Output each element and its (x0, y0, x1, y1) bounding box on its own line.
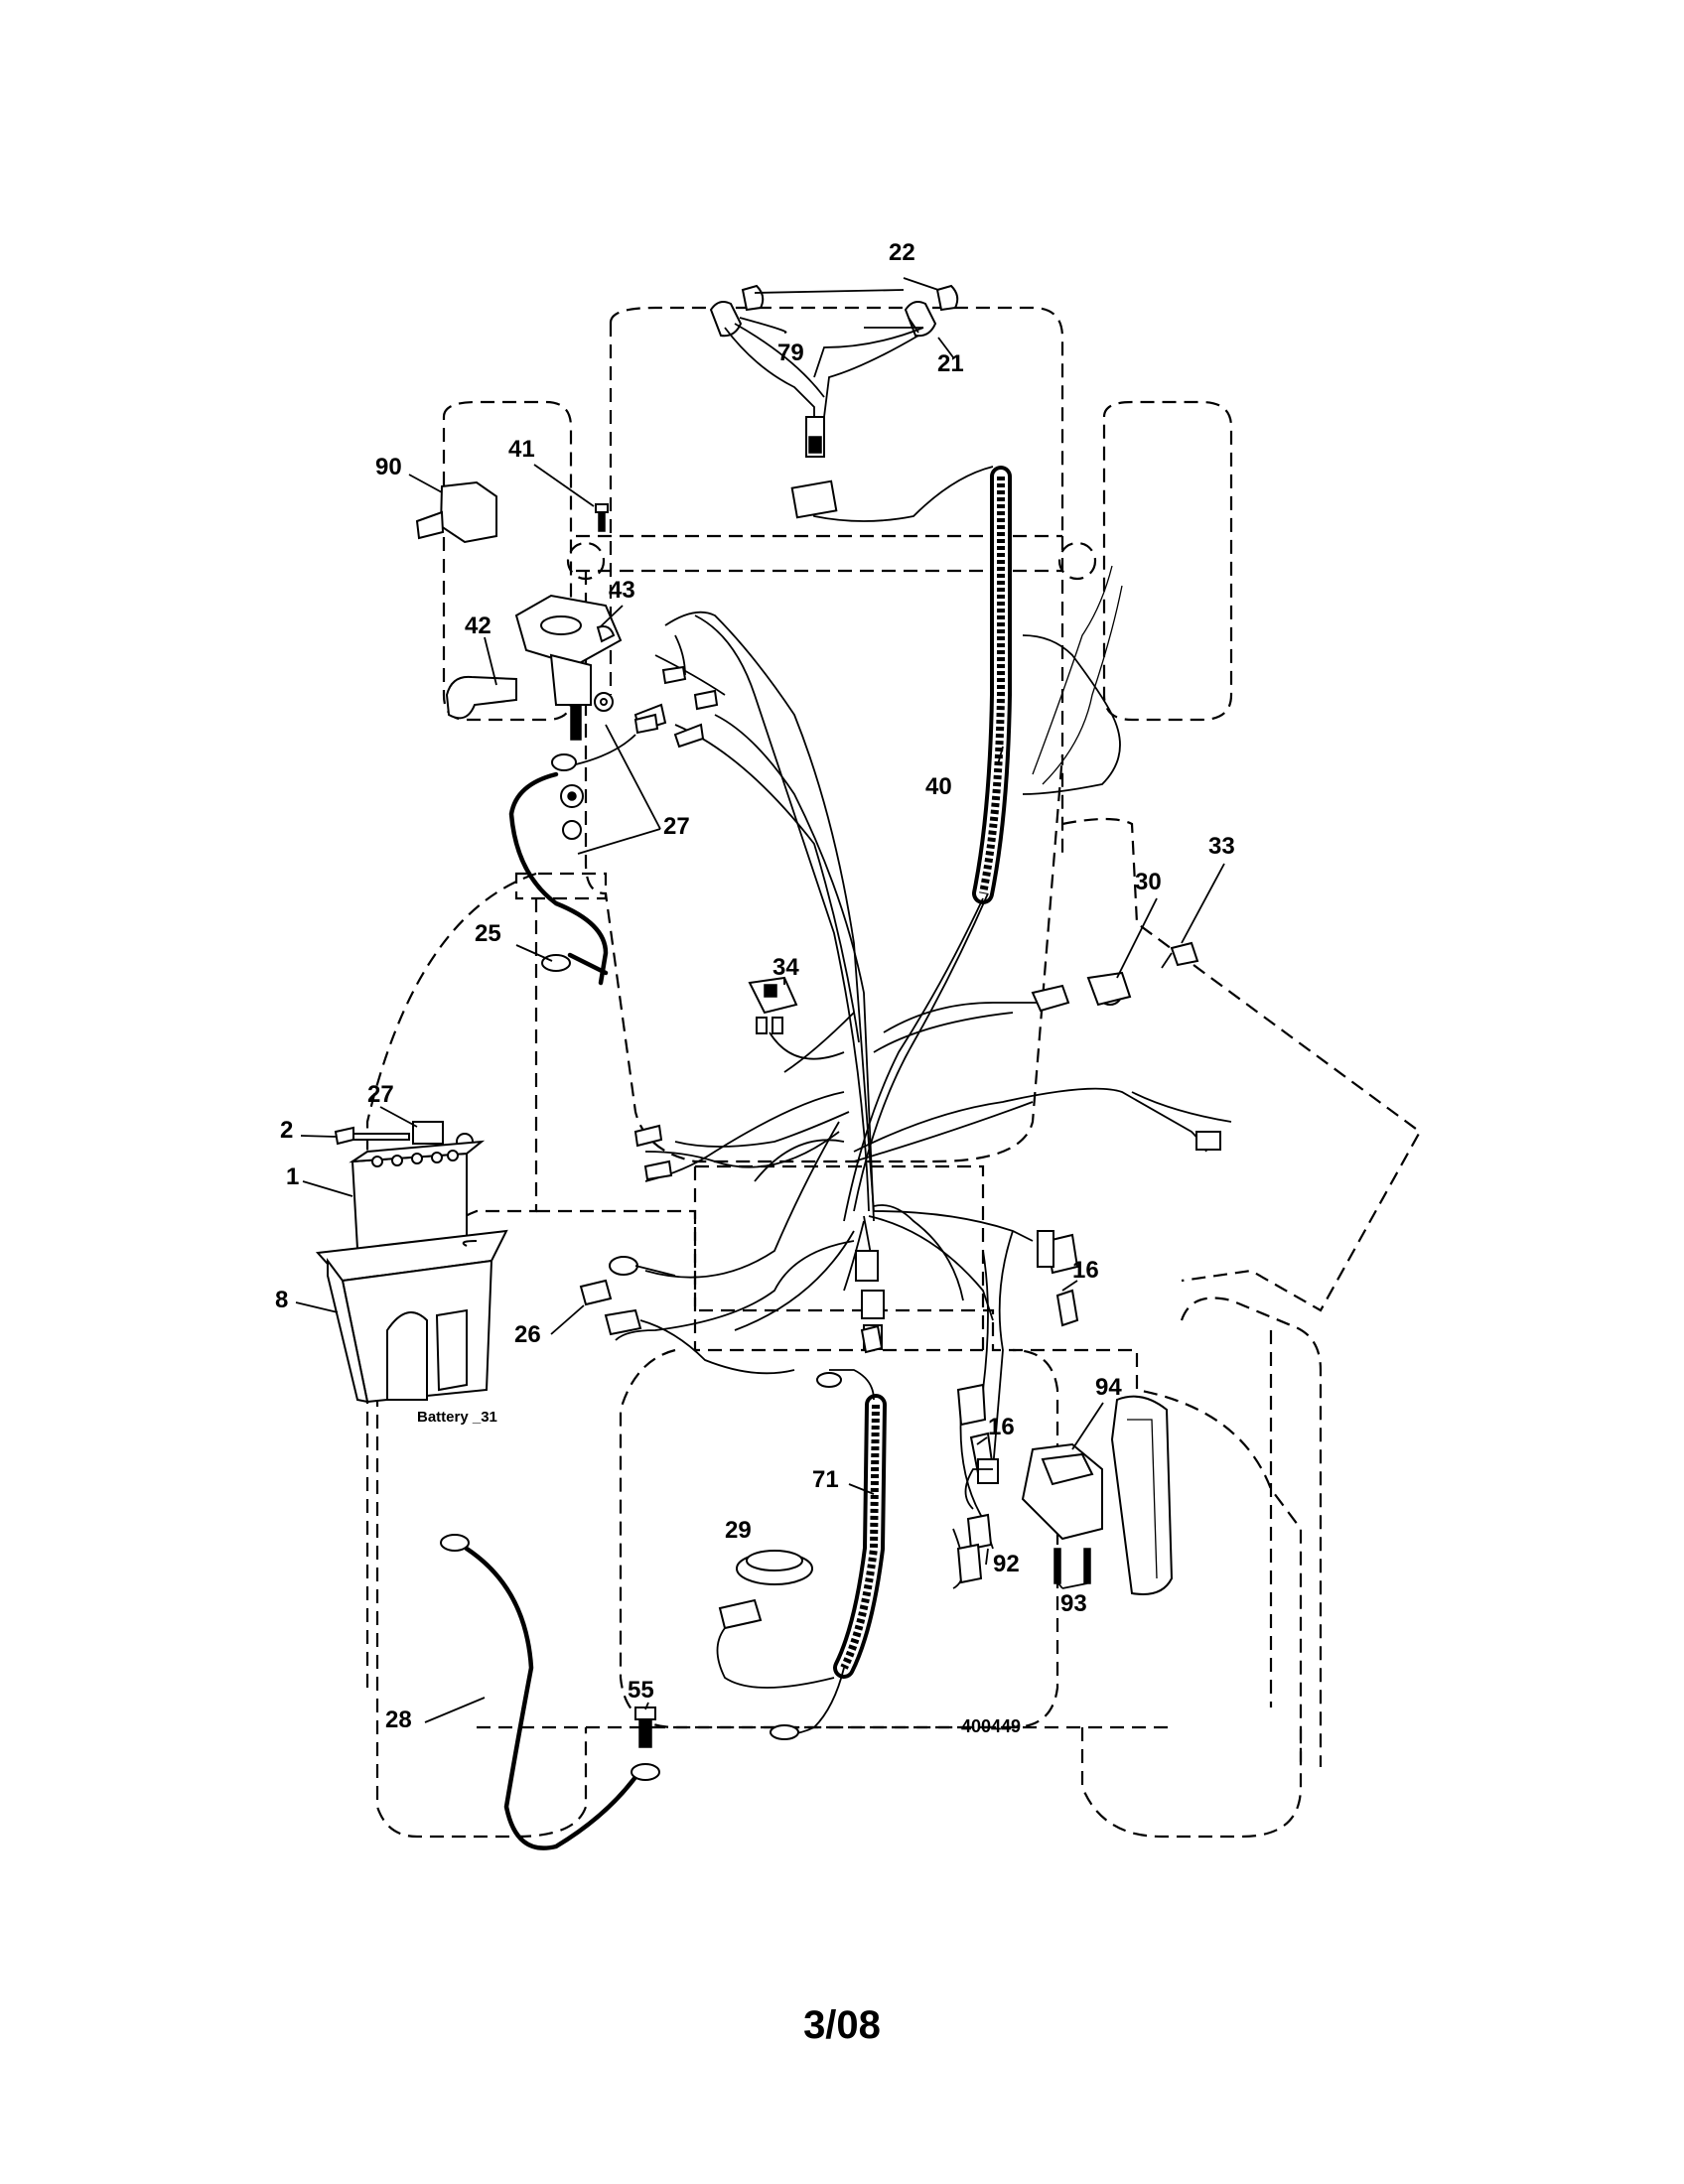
pto-switch-part (748, 976, 845, 1060)
ground-terminal-part (609, 1256, 885, 1319)
battery-cable-part (508, 734, 636, 986)
callout-2: 2 (280, 1117, 293, 1144)
callout-94: 94 (1095, 1374, 1122, 1401)
callout-55: 55 (628, 1677, 654, 1704)
relay-connector-part (956, 1230, 1079, 1484)
footer-date-code: 3/08 (803, 2003, 881, 2047)
callout-42: 42 (465, 613, 491, 639)
callout-34: 34 (772, 954, 799, 981)
callout-22: 22 (889, 239, 915, 266)
buzzer-part (716, 1550, 835, 1689)
callout-27-top: 27 (663, 813, 690, 840)
callout-16-upper: 16 (1072, 1257, 1099, 1284)
callout-8: 8 (275, 1287, 288, 1313)
callout-33: 33 (1208, 833, 1235, 860)
callout-92: 92 (993, 1551, 1020, 1577)
ignition-switch-part (445, 594, 659, 741)
callout-16-lower: 16 (988, 1414, 1015, 1440)
fuse-part (579, 1279, 795, 1375)
battery-tray-part (315, 1229, 508, 1404)
ground-cable-part (440, 1534, 660, 1850)
interlock-switch-part (956, 1395, 1174, 1595)
callout-1: 1 (286, 1163, 299, 1190)
callout-93: 93 (1060, 1590, 1087, 1617)
callout-43: 43 (609, 577, 635, 604)
callout-21: 21 (937, 350, 964, 377)
coiled-cord-part (770, 1324, 887, 1740)
callout-25: 25 (475, 920, 501, 947)
headlight-assembly (709, 277, 959, 458)
screw-part (595, 503, 609, 532)
harness-branches (615, 565, 1232, 1589)
callout-29: 29 (725, 1517, 752, 1544)
callout-79: 79 (777, 340, 804, 366)
leader-lines (295, 464, 1225, 1723)
main-harness-coil (790, 466, 1012, 1222)
battery-part (334, 1121, 486, 1251)
callout-28: 28 (385, 1706, 412, 1733)
tractor-ghost-outline (365, 306, 1422, 1839)
drawing-number: 400449 (961, 1716, 1021, 1736)
callout-30: 30 (1135, 869, 1162, 895)
seat-switch-part (1031, 941, 1221, 1151)
callout-40: 40 (925, 773, 952, 800)
callout-26: 26 (514, 1321, 541, 1348)
callout-90: 90 (375, 454, 402, 480)
callout-41: 41 (508, 436, 535, 463)
callout-27-battery: 27 (367, 1081, 394, 1108)
battery-part-label: Battery _31 (417, 1409, 497, 1426)
callout-71: 71 (812, 1466, 839, 1493)
callout-labels: 22 79 21 90 41 42 43 40 27 25 33 30 34 2… (275, 239, 1235, 1736)
key-knob-part (415, 480, 497, 544)
